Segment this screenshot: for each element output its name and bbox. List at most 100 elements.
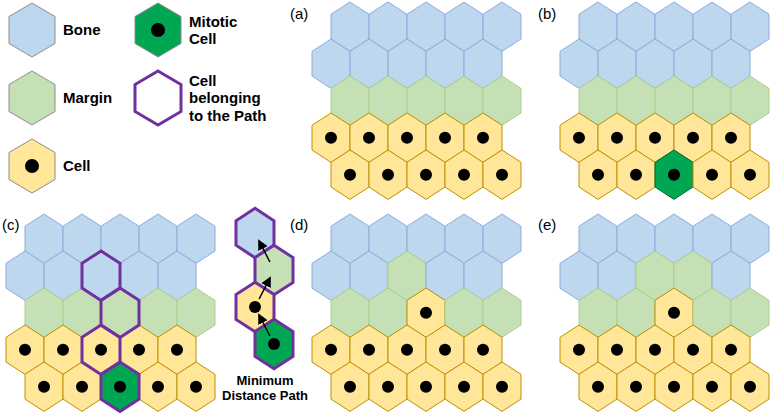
hex-cell — [177, 362, 215, 411]
legend-path-sample — [135, 71, 181, 125]
cell-nucleus — [649, 132, 661, 144]
cell-nucleus — [611, 132, 623, 144]
cell-nucleus — [401, 132, 413, 144]
cell-nucleus — [420, 169, 432, 181]
cell-nucleus — [344, 381, 356, 393]
cell-nucleus — [114, 381, 126, 393]
cell-nucleus — [25, 159, 39, 173]
cell-nucleus — [363, 132, 375, 144]
cell-nucleus — [151, 23, 165, 37]
cell-nucleus — [57, 344, 69, 356]
hex-cell — [139, 362, 177, 411]
cell-nucleus — [725, 344, 737, 356]
panel-label: (d) — [290, 216, 308, 233]
path-outline — [82, 251, 120, 300]
legend-swatch — [9, 3, 55, 57]
path-arrow — [259, 241, 270, 262]
cell-nucleus — [611, 344, 623, 356]
cell-nucleus — [687, 344, 699, 356]
panel-label: (c) — [2, 216, 20, 233]
cell-nucleus — [439, 132, 451, 144]
cell-nucleus — [76, 381, 88, 393]
legend-label: Bone — [63, 21, 153, 38]
legend-swatch — [135, 3, 181, 57]
panel-label: (e) — [538, 216, 556, 233]
cell-nucleus — [133, 344, 145, 356]
cell-nucleus — [382, 169, 394, 181]
path-column — [236, 208, 293, 368]
hex-cell — [579, 150, 617, 199]
hex-cell — [407, 362, 445, 411]
cell-nucleus — [268, 338, 280, 350]
cell-nucleus — [573, 344, 585, 356]
cell-nucleus — [325, 344, 337, 356]
cell-nucleus — [344, 169, 356, 181]
hex-cell — [655, 362, 693, 411]
cell-nucleus — [687, 132, 699, 144]
cell-nucleus — [420, 307, 432, 319]
panel-label: (b) — [538, 5, 556, 22]
cell-nucleus — [477, 344, 489, 356]
hex-grid-panel — [560, 214, 769, 411]
cell-nucleus — [668, 307, 680, 319]
cell-nucleus — [725, 132, 737, 144]
path-hex — [255, 319, 293, 368]
cell-nucleus — [592, 381, 604, 393]
cell-nucleus — [249, 301, 261, 313]
cell-nucleus — [95, 344, 107, 356]
cell-nucleus — [668, 169, 680, 181]
cell-nucleus — [744, 169, 756, 181]
cell-nucleus — [630, 381, 642, 393]
hex-grid-panel — [312, 2, 521, 199]
hex-cell — [483, 362, 521, 411]
cell-nucleus — [363, 344, 375, 356]
legend-label: Margin — [63, 89, 153, 106]
hex-cell — [693, 362, 731, 411]
hex-grids — [6, 2, 769, 411]
hex-cell — [655, 150, 693, 199]
cell-nucleus — [706, 381, 718, 393]
hex-cell — [331, 150, 369, 199]
cell-nucleus — [420, 381, 432, 393]
hex-cell — [25, 362, 63, 411]
cell-nucleus — [573, 132, 585, 144]
cell-nucleus — [706, 169, 718, 181]
hex-cell — [369, 150, 407, 199]
cell-nucleus — [668, 381, 680, 393]
hex-cell — [445, 150, 483, 199]
cell-nucleus — [171, 344, 183, 356]
cell-nucleus — [630, 169, 642, 181]
cell-nucleus — [152, 381, 164, 393]
hex-cell — [82, 251, 120, 300]
hex-cell — [445, 362, 483, 411]
hex-cell — [693, 150, 731, 199]
cell-nucleus — [496, 169, 508, 181]
hex-cell — [369, 362, 407, 411]
legend-label: Mitotic Cell — [189, 13, 259, 48]
cell-nucleus — [401, 344, 413, 356]
panel-label: (a) — [290, 5, 308, 22]
legend-swatches — [9, 3, 181, 193]
cell-nucleus — [382, 381, 394, 393]
hex-cell — [617, 150, 655, 199]
hex-cell — [407, 150, 445, 199]
cell-nucleus — [496, 381, 508, 393]
hex-cell — [579, 362, 617, 411]
hex-grid-panel — [6, 214, 215, 411]
hex-grid-panel — [560, 2, 769, 199]
path-arrow — [259, 278, 270, 299]
path-caption: Minimum Distance Path — [220, 374, 310, 404]
cell-nucleus — [458, 169, 470, 181]
cell-nucleus — [477, 132, 489, 144]
legend-label: Cell — [63, 157, 153, 174]
hex-grid-panel — [312, 214, 521, 411]
cell-nucleus — [744, 381, 756, 393]
cell-nucleus — [325, 132, 337, 144]
cell-nucleus — [439, 344, 451, 356]
cell-nucleus — [38, 381, 50, 393]
legend-swatch — [9, 139, 55, 193]
cell-nucleus — [190, 381, 202, 393]
cell-nucleus — [458, 381, 470, 393]
